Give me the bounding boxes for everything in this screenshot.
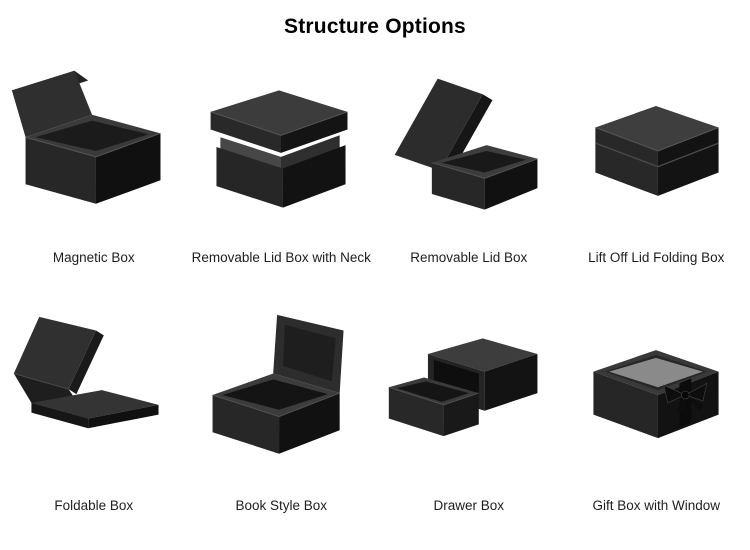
structure-options-grid: Magnetic Box Removable Lid Box with Neck	[0, 50, 750, 546]
product-label: Foldable Box	[54, 498, 134, 513]
product-cell-gift-box-with-window: Gift Box with Window	[563, 298, 750, 546]
product-cell-foldable-box: Foldable Box	[0, 298, 188, 546]
product-label: Lift Off Lid Folding Box	[588, 250, 725, 265]
product-label: Book Style Box	[235, 498, 328, 513]
magnetic-box-image	[11, 70, 161, 204]
removable-lid-box-with-neck-image	[210, 90, 348, 208]
removable-lid-box-image	[394, 78, 538, 210]
foldable-box-image	[13, 316, 159, 429]
product-label: Magnetic Box	[52, 250, 135, 265]
product-label: Drawer Box	[433, 498, 505, 513]
lift-off-lid-folding-box-image	[595, 105, 720, 196]
product-cell-book-style-box: Book Style Box	[188, 298, 376, 546]
product-cell-removable-lid-box-with-neck: Removable Lid Box with Neck	[188, 50, 376, 298]
product-cell-removable-lid-box: Removable Lid Box	[375, 50, 563, 298]
product-label: Removable Lid Box with Neck	[191, 250, 371, 265]
drawer-box-image	[388, 338, 538, 437]
product-label: Gift Box with Window	[592, 498, 721, 513]
product-cell-lift-off-lid-folding-box: Lift Off Lid Folding Box	[563, 50, 750, 298]
product-cell-drawer-box: Drawer Box	[375, 298, 563, 546]
product-cell-magnetic-box: Magnetic Box	[0, 50, 188, 298]
gift-box-with-window-image	[593, 350, 719, 439]
product-label: Removable Lid Box	[410, 250, 528, 265]
book-style-box-image	[212, 314, 344, 454]
page-title: Structure Options	[284, 15, 466, 38]
